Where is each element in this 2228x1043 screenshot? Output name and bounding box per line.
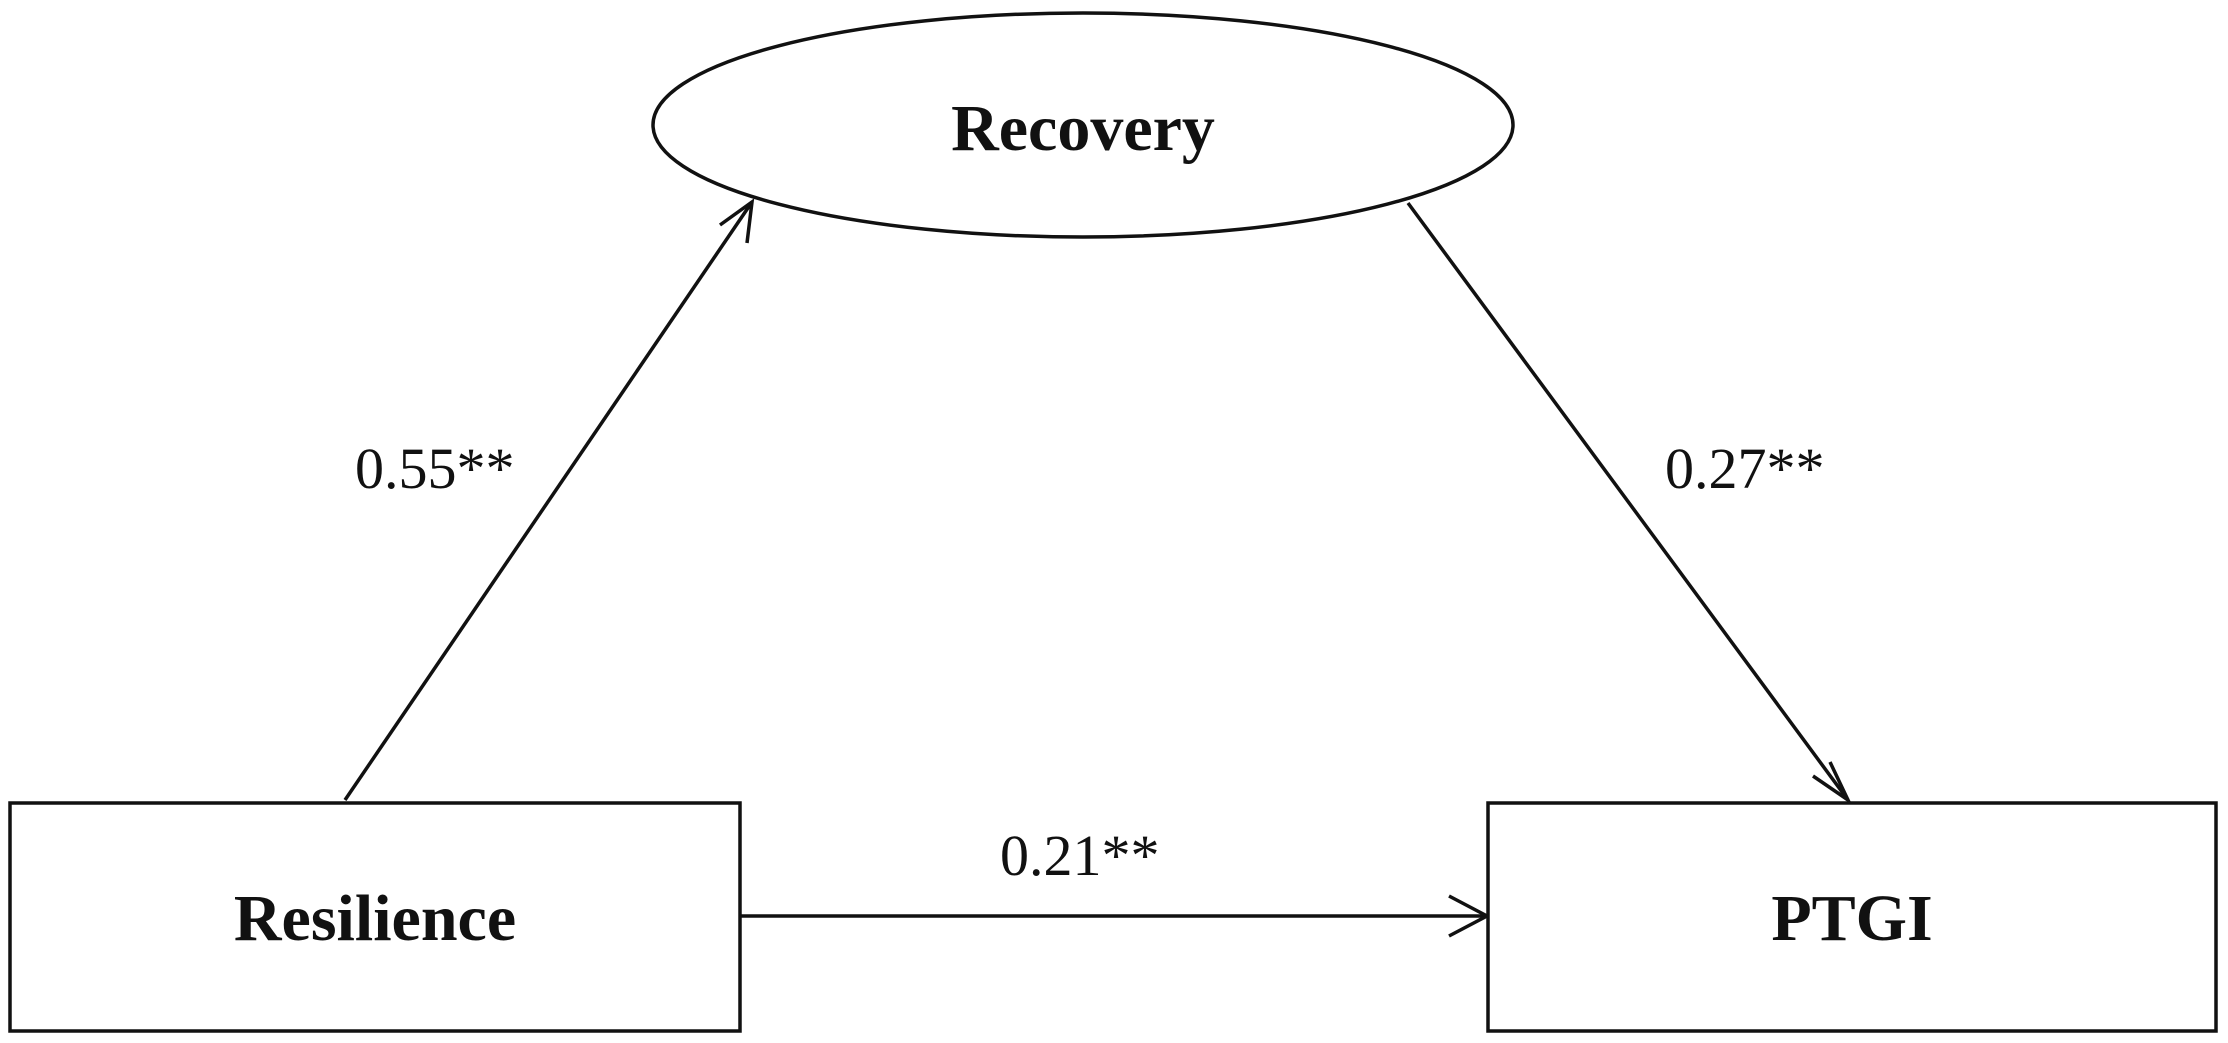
node-recovery: Recovery xyxy=(651,11,1515,239)
edge-recovery-to-ptgi xyxy=(1406,201,1853,806)
arrowhead-icon xyxy=(718,198,755,244)
node-recovery-shape xyxy=(651,11,1515,239)
edge-label-resilience-ptgi: 0.21** xyxy=(1000,823,1160,888)
arrow-line xyxy=(1406,201,1850,802)
node-ptgi-shape xyxy=(1486,801,2218,1033)
node-resilience-label: Resilience xyxy=(234,882,516,955)
edge-resilience-to-ptgi xyxy=(740,894,1491,938)
edge-label-recovery-ptgi: 0.27** xyxy=(1665,436,1825,501)
node-resilience: Resilience xyxy=(8,801,742,1033)
edge-label-resilience-recovery: 0.55** xyxy=(355,436,515,501)
node-ptgi: PTGI xyxy=(1486,801,2218,1033)
edge-resilience-to-recovery xyxy=(343,198,755,801)
node-resilience-shape xyxy=(8,801,742,1033)
node-ptgi-label: PTGI xyxy=(1771,882,1932,955)
arrow-line xyxy=(343,201,754,801)
node-recovery-label: Recovery xyxy=(951,92,1215,165)
arrowhead-icon xyxy=(1812,761,1853,806)
